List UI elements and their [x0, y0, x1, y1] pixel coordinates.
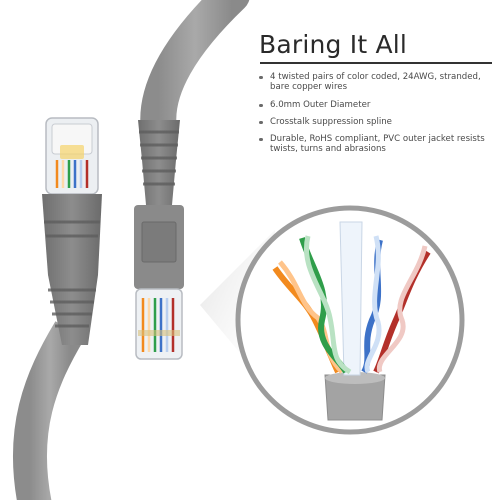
title-divider: [260, 62, 492, 64]
feature-item-wires: 4 twisted pairs of color coded, 24AWG, s…: [258, 72, 496, 92]
feature-item-jacket: Durable, RoHS compliant, PVC outer jacke…: [258, 134, 496, 154]
cable-loop: [12, 0, 250, 500]
page-title: Baring It All: [259, 30, 408, 59]
twisted-pair-wires-icon: [235, 205, 465, 435]
ethernet-connector-icon: [42, 117, 102, 345]
feature-item-diameter: 6.0mm Outer Diameter: [258, 100, 496, 110]
ethernet-connector-front: [134, 120, 184, 360]
feature-list: 4 twisted pairs of color coded, 24AWG, s…: [258, 72, 496, 154]
feature-item-spline: Crosstalk suppression spline: [258, 117, 496, 127]
